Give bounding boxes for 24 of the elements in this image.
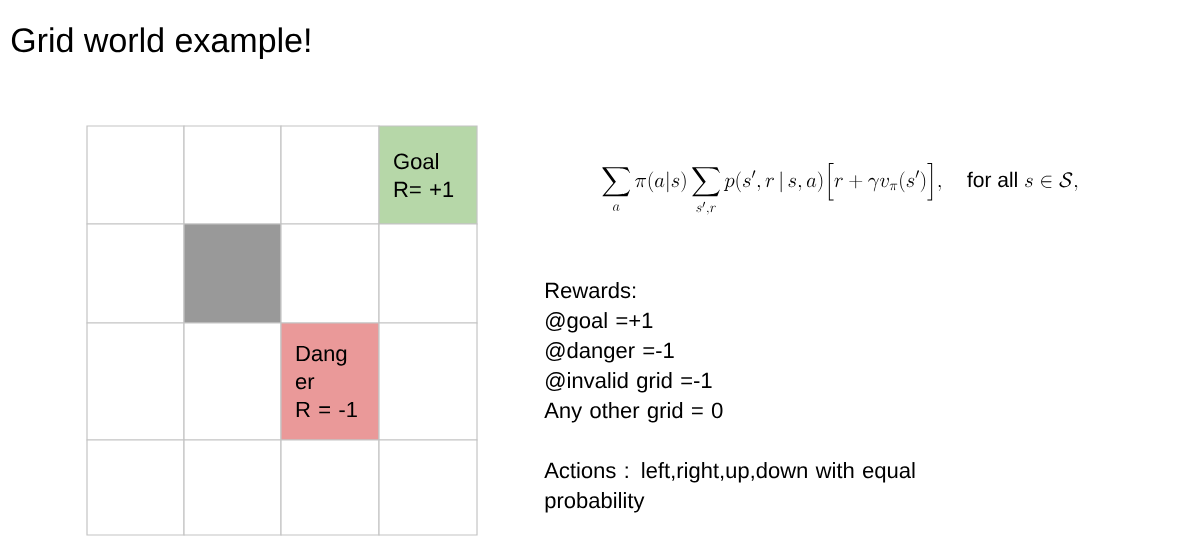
grid-cell	[183, 322, 282, 441]
formula: $\sum_{a}\pi(a|s)\sum_{s',r}p(s',r\,|\,s,a)\Big[r+\gamma v_{\pi}(s')\Big],\quad \mathrm{for\ all}\ s\in\mathcal{S},$	[602, 163, 1078, 215]
reward-item: @danger =-1	[545, 342, 674, 363]
goal-cell: Goal R= +1	[378, 125, 478, 225]
reward-item: @invalid grid =-1	[545, 372, 712, 393]
grid-cell	[86, 439, 185, 536]
reward-item: @goal =+1	[545, 312, 653, 333]
title: Grid world example!	[11, 27, 310, 60]
wall-cell	[183, 223, 282, 324]
grid-cell	[86, 125, 185, 225]
grid-cell	[280, 223, 380, 324]
danger-cell: Dang er R = -1	[280, 322, 380, 441]
grid-cell	[378, 223, 478, 324]
grid-cell	[280, 439, 380, 536]
actions-note: Actions : left,right,up,down with equal probability	[544, 462, 915, 513]
reward-item: Any other grid = 0	[544, 402, 723, 423]
grid-cell	[86, 322, 185, 441]
grid-cell	[378, 439, 478, 536]
grid-cell	[378, 322, 478, 441]
grid-cell	[280, 125, 380, 225]
grid-cell	[86, 223, 185, 324]
grid-cell	[183, 125, 282, 225]
grid-cell	[183, 439, 282, 536]
rewards-heading: Rewards:	[546, 282, 636, 299]
